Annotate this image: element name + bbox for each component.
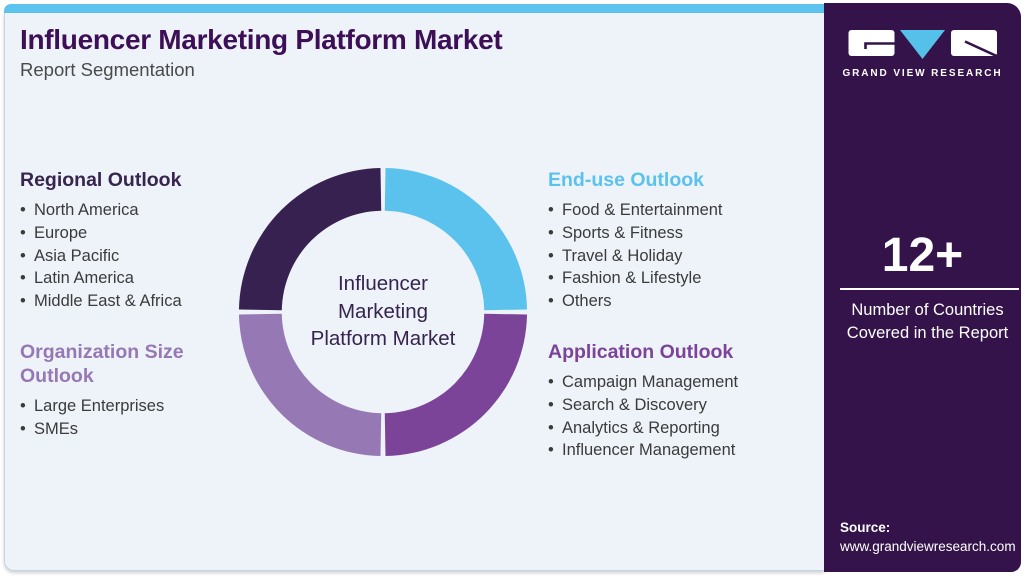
sidebar: GRAND VIEW RESEARCH 12+ Number of Countr… [824,3,1021,572]
donut-chart [238,167,528,457]
stat-label: Number of Countries Covered in the Repor… [846,301,1009,342]
section-regional-outlook: Regional Outlook North America Europe As… [20,168,278,313]
list-item: Fashion & Lifestyle [548,267,828,290]
list-item: Sports & Fitness [548,222,828,245]
section-application-outlook: Application Outlook Campaign Management … [548,340,828,462]
list-item: Others [548,290,828,313]
organization-size-outlook-list: Large Enterprises SMEs [20,395,278,441]
logo-wordmark: GRAND VIEW RESEARCH [842,68,1003,79]
regional-outlook-list: North America Europe Asia Pacific Latin … [20,199,278,313]
end-use-outlook-list: Food & Entertainment Sports & Fitness Tr… [548,199,828,313]
page-title: Influencer Marketing Platform Market [20,24,503,55]
countries-stat: 12+ Number of Countries Covered in the R… [824,231,1021,344]
application-outlook-heading: Application Outlook [548,340,734,363]
source-url: www.grandviewresearch.com [840,539,1016,554]
source-block: Source: www.grandviewresearch.com [840,518,1016,556]
list-item: Food & Entertainment [548,199,828,222]
list-item: Latin America [20,267,278,290]
donut-segment-regional [238,167,382,311]
donut-center-label: Influencer Marketing Platform Market [310,272,456,350]
section-end-use-outlook: End-use Outlook Food & Entertainment Spo… [548,168,828,313]
page-subtitle: Report Segmentation [20,59,195,80]
list-item: Influencer Management [548,439,828,462]
list-item: Middle East & Africa [20,290,278,313]
regional-outlook-heading: Regional Outlook [20,169,182,191]
grand-view-research-logo: GRAND VIEW RESEARCH [824,29,1021,79]
list-item: Campaign Management [548,371,828,394]
gvr-logo-icon [848,30,998,59]
list-item: North America [20,199,278,222]
left-outlook-column: Regional Outlook North America Europe As… [20,168,278,468]
donut-segment-organization-size [238,313,382,457]
stat-divider [840,288,1019,290]
list-item: Asia Pacific [20,245,278,268]
donut-segment-application [384,313,528,457]
top-accent-stripe [4,4,824,13]
stat-value: 12+ [881,229,964,282]
end-use-outlook-heading: End-use Outlook [548,169,704,191]
list-item: Search & Discovery [548,394,828,417]
right-outlook-column: End-use Outlook Food & Entertainment Spo… [548,168,828,489]
list-item: Travel & Holiday [548,245,828,268]
organization-size-outlook-heading: Organization Size Outlook [20,340,184,387]
list-item: Analytics & Reporting [548,417,828,440]
source-label: Source: [840,520,891,535]
donut-segment-end-use [384,167,528,311]
list-item: SMEs [20,418,278,441]
list-item: Europe [20,222,278,245]
section-organization-size-outlook: Organization Size Outlook Large Enterpri… [20,340,278,441]
list-item: Large Enterprises [20,395,278,418]
application-outlook-list: Campaign Management Search & Discovery A… [548,371,828,462]
